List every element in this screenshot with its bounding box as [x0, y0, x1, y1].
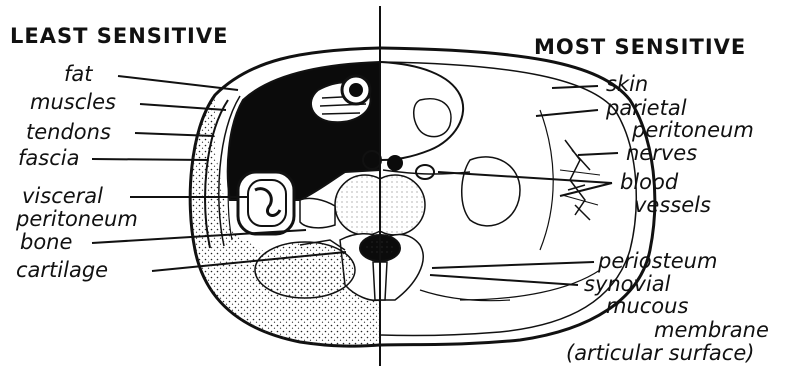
- leader-skin: [552, 86, 598, 88]
- label-bone: bone: [20, 232, 72, 253]
- label-cartilage: cartilage: [16, 260, 108, 281]
- label-muscles: muscles: [30, 92, 116, 113]
- label-vessels: vessels: [634, 195, 711, 216]
- label-nerves: nerves: [626, 143, 697, 164]
- label-blood: blood: [620, 172, 678, 193]
- label-periosteum: periosteum: [598, 251, 717, 272]
- label-tendons: tendons: [26, 122, 111, 143]
- label-synovial: synovial: [584, 274, 671, 295]
- label-fascia: fascia: [18, 148, 79, 169]
- label-visceral-peritoneum: peritoneum: [16, 209, 138, 230]
- label-parietal: parietal: [606, 98, 687, 119]
- leader-synovial: [430, 275, 578, 285]
- label-skin: skin: [606, 74, 648, 95]
- leader-periosteum: [432, 262, 594, 268]
- label-visceral: visceral: [22, 186, 103, 207]
- leader-nerves: [578, 153, 618, 155]
- label-articular-surface: (articular surface): [566, 343, 754, 364]
- label-parietal-peritoneum: peritoneum: [632, 120, 754, 141]
- label-membrane: membrane: [654, 320, 769, 341]
- header-most-sensitive: MOST SENSITIVE: [534, 35, 746, 59]
- label-fat: fat: [64, 64, 93, 85]
- header-least-sensitive: LEAST SENSITIVE: [10, 24, 228, 48]
- label-mucous: mucous: [606, 296, 688, 317]
- leader-fascia: [92, 159, 207, 160]
- leader-fat: [118, 76, 238, 90]
- leader-parietal: [536, 110, 598, 116]
- leader-blood-2: [560, 183, 612, 196]
